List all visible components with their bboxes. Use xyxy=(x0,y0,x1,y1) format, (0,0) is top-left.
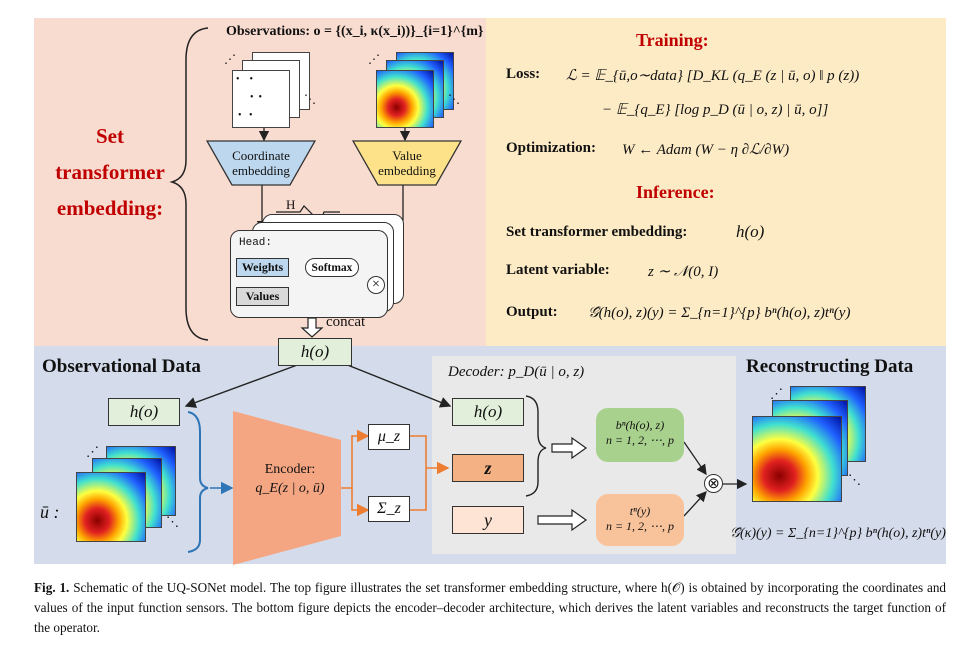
reconstructing-data-title: Reconstructing Data xyxy=(746,356,914,377)
loss-equation-line1: ℒ = 𝔼_{ū,o∼data} [D_KL (q_E (z | ū, o) ‖… xyxy=(566,68,860,84)
figure-caption: Fig. 1. Schematic of the UQ-SONet model.… xyxy=(34,578,946,638)
head-label: Head: xyxy=(239,237,273,249)
decoder-h-o-box: h(o) xyxy=(452,398,524,426)
observational-heatmaps: ⋰ ⋱ xyxy=(70,444,190,546)
latent-label: Latent variable: xyxy=(506,262,610,278)
basis-t-box: tⁿ(y) n = 1, 2, ⋯, p xyxy=(596,494,684,546)
head-count-label: H xyxy=(286,197,296,212)
h-o-left-box: h(o) xyxy=(108,398,180,426)
observational-data-title: Observational Data xyxy=(42,356,201,377)
softmax-node: Softmax xyxy=(305,258,359,277)
caption-text: Schematic of the UQ-SONet model. The top… xyxy=(34,580,947,635)
weights-box: Weights xyxy=(236,258,289,277)
h-o-output-box: h(o) xyxy=(278,338,352,366)
reconstruction-equation: 𝒢̂(κ)(y) = Σ_{n=1}^{p} bⁿ(h(o), z)tⁿ(y) xyxy=(730,526,946,541)
training-title: Training: xyxy=(636,30,709,50)
set-transformer-label: Set transformer embedding: xyxy=(55,124,165,220)
caption-label: Fig. 1. xyxy=(34,580,70,595)
inference-title: Inference: xyxy=(636,182,715,202)
coordinate-embedding-label: Coordinate embedding xyxy=(232,148,290,178)
training-inference-panel xyxy=(486,18,946,346)
decoder-title: Decoder: p_D(ū | o, z) xyxy=(448,364,585,380)
decoder-y-box: y xyxy=(452,506,524,534)
value-embedding-shape xyxy=(352,140,462,186)
coordinate-embedding-shape xyxy=(206,140,316,186)
basis-b-box: bⁿ(h(o), z) n = 1, 2, ⋯, p xyxy=(596,408,684,462)
embedding-equation: h(o) xyxy=(736,222,765,241)
latent-equation: z ∼ 𝒩(0, I) xyxy=(648,264,719,280)
multiply-icon: × xyxy=(367,276,385,294)
value-sensor-images: ⋰ ⋱ xyxy=(368,52,464,128)
optimization-equation: W ← Adam (W − η ∂ℒ/∂W) xyxy=(622,142,790,158)
concat-label: concat xyxy=(326,314,366,330)
loss-equation-line2: − 𝔼_{q_E} [log p_D (ū | o, z) | ū, o]] xyxy=(602,102,829,118)
optimization-label: Optimization: xyxy=(506,140,596,156)
values-box: Values xyxy=(236,287,289,306)
reconstructed-heatmaps: ⋰ ⋱ xyxy=(752,386,872,506)
value-embedding-label: Value embedding xyxy=(378,148,436,178)
sigma-z-box: Σ_z xyxy=(368,496,410,522)
loss-label: Loss: xyxy=(506,66,541,82)
encoder-shape xyxy=(233,411,341,565)
output-label: Output: xyxy=(506,304,558,320)
encoder-label: Encoder: q_E(z | o, ū) xyxy=(255,462,325,496)
decoder-z-box: z xyxy=(452,454,524,482)
output-equation: 𝒢̂(h(o), z)(y) = Σ_{n=1}^{p} bⁿ(h(o), z)… xyxy=(588,305,851,321)
mu-z-box: μ_z xyxy=(368,424,410,450)
u-bar-label: ū : xyxy=(40,502,60,522)
coordinate-sensor-images: • • • • • • ⋰ ⋱ xyxy=(224,52,320,128)
embedding-label: Set transformer embedding: xyxy=(506,224,688,240)
multiply-icon: ⊗ xyxy=(704,474,723,493)
observations-label: Observations: o = {(x_i, κ(x_i))}_{i=1}^… xyxy=(226,24,484,39)
